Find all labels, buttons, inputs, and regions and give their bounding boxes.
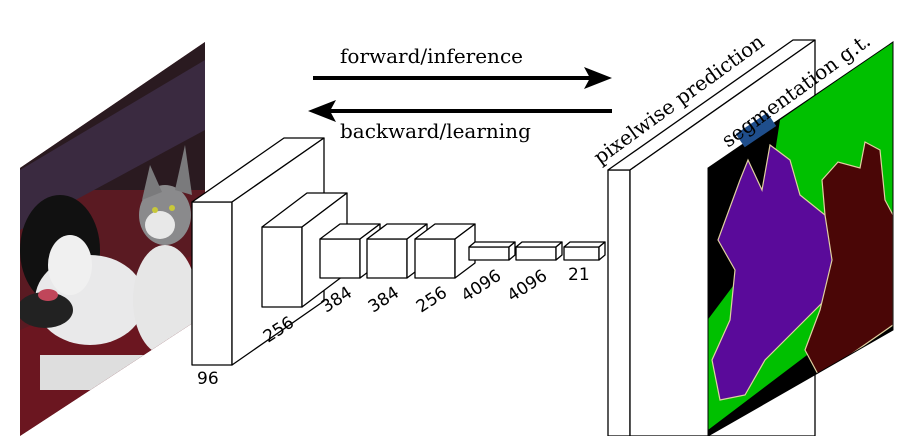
backward-arrow [308,100,612,122]
layer-label-96: 96 [197,369,219,389]
layer-box-7 [515,241,563,261]
highlight-box [735,112,777,148]
layer-label-21: 21 [568,265,590,285]
layer-label-4096-a: 4096 [458,266,505,306]
layer-box-5 [414,223,476,279]
forward-arrow [313,67,612,89]
layer-box-6 [468,241,516,261]
backward-label: backward/learning [340,119,531,143]
input-photo [20,42,205,436]
layer-label-4096-b: 4096 [504,266,551,306]
layer-box-8 [563,241,606,261]
layer-label-384-b: 384 [365,283,403,317]
layer-label-256-b: 256 [413,283,451,317]
forward-label: forward/inference [340,44,523,68]
